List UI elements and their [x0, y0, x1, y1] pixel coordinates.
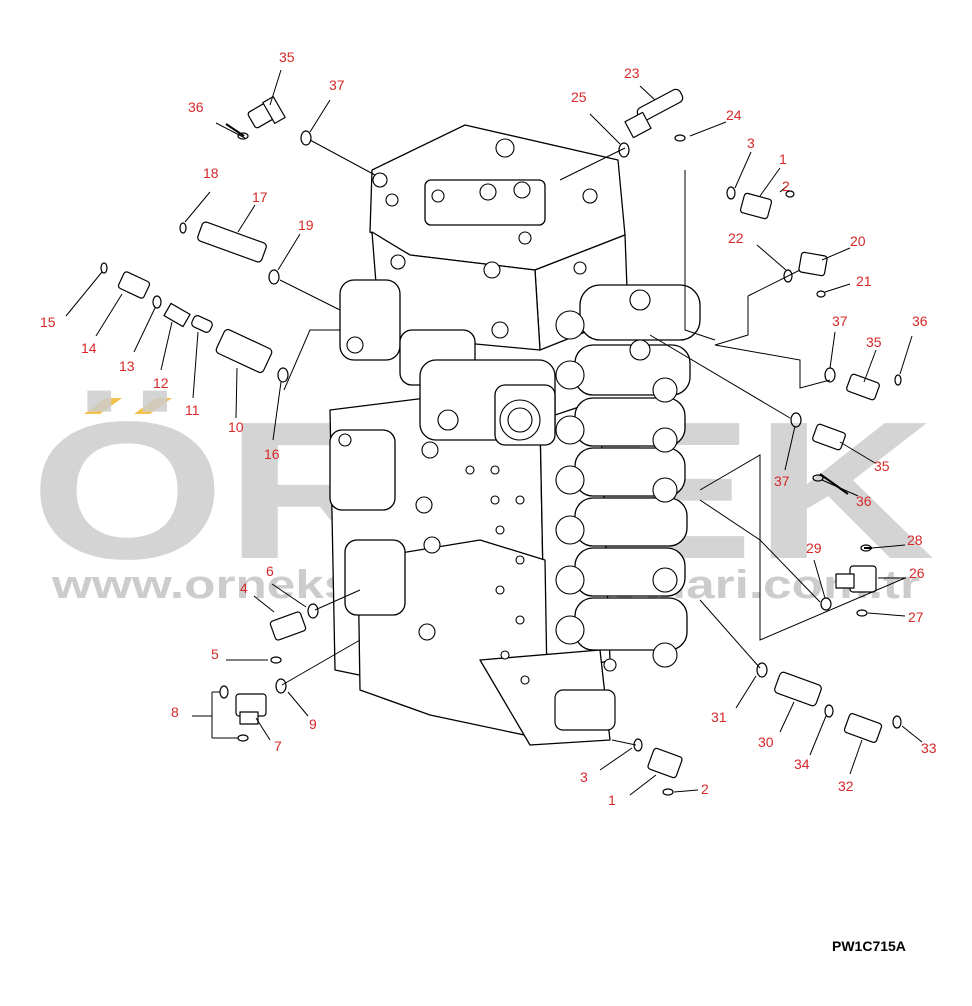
callout-26: 26	[909, 565, 925, 581]
callout-36: 36	[188, 99, 204, 115]
callout-25: 25	[571, 89, 587, 105]
callout-2: 2	[782, 178, 790, 194]
callout-35: 35	[279, 49, 295, 65]
pins	[225, 123, 872, 549]
fitting-35-middle	[812, 423, 846, 451]
callout-3: 3	[747, 135, 755, 151]
valve-cartridge-bottom	[554, 689, 616, 731]
callout-15: 15	[40, 314, 56, 330]
callout-3-bottom: 3	[580, 769, 588, 785]
callout-37: 37	[329, 77, 345, 93]
callout-17: 17	[252, 189, 268, 205]
elbow-fitting-32	[843, 713, 883, 743]
callout-22: 22	[728, 230, 744, 246]
callout-11: 11	[185, 402, 200, 418]
callout-14: 14	[81, 340, 97, 356]
callout-28: 28	[907, 532, 923, 548]
elbow-fitting-35-right	[846, 373, 880, 401]
callout-37-middle: 37	[774, 473, 790, 489]
valve-cartridge-10	[215, 328, 273, 374]
callout-4: 4	[240, 580, 248, 596]
watermark-accent-right	[134, 398, 172, 414]
callout-27: 27	[908, 609, 924, 625]
callout-36-right: 36	[912, 313, 928, 329]
callout-20: 20	[850, 233, 866, 249]
callout-31: 31	[711, 709, 727, 725]
tee-fitting-7	[235, 693, 267, 725]
callout-32: 32	[838, 778, 854, 794]
callout-1: 1	[779, 151, 787, 167]
callout-21: 21	[856, 273, 872, 289]
callout-1-bottom: 1	[608, 792, 616, 808]
callout-7: 7	[274, 738, 282, 754]
plug-17	[197, 221, 267, 263]
callout-35-middle: 35	[874, 458, 890, 474]
callout-8: 8	[171, 704, 179, 720]
callout-30: 30	[758, 734, 774, 750]
tee-fitting-26	[835, 565, 877, 593]
callout-13: 13	[119, 358, 135, 374]
elbow-fitting-1-bottom	[647, 747, 683, 779]
callout-5: 5	[211, 646, 219, 662]
poppet-11	[191, 315, 213, 333]
loose-parts	[117, 88, 883, 779]
elbow-fitting-20	[798, 251, 828, 277]
callout-35-right: 35	[866, 334, 882, 350]
control-valve-body	[329, 124, 701, 746]
elbow-fitting-35-top	[247, 96, 286, 129]
callout-16: 16	[264, 446, 280, 462]
callout-18: 18	[203, 165, 219, 181]
drawing-code: PW1C715A	[832, 938, 906, 954]
elbow-fitting-4	[269, 611, 307, 641]
sensor-30	[774, 671, 822, 707]
body-ports	[338, 138, 678, 685]
callout-6: 6	[266, 563, 274, 579]
callout-labels: 35 36 37 25 23 24 3 1 2 18 17 19 22 20 2…	[40, 49, 937, 808]
callout-33: 33	[921, 740, 937, 756]
fitting-14	[117, 271, 151, 299]
spring-12	[163, 302, 191, 328]
leader-lines	[65, 69, 923, 796]
elbow-fitting-1-top	[739, 192, 773, 220]
callout-10: 10	[228, 419, 244, 435]
callout-2-bottom: 2	[701, 781, 709, 797]
callout-19: 19	[298, 217, 314, 233]
callout-29: 29	[806, 540, 822, 556]
callout-24: 24	[726, 107, 742, 123]
relief-valve-23	[624, 88, 684, 139]
callout-12: 12	[153, 375, 169, 391]
callout-37-right: 37	[832, 313, 848, 329]
watermark-accent-left	[84, 398, 122, 414]
callout-23: 23	[624, 65, 640, 81]
callout-34: 34	[794, 756, 810, 772]
callout-9: 9	[309, 716, 317, 732]
callout-36-middle: 36	[856, 493, 872, 509]
